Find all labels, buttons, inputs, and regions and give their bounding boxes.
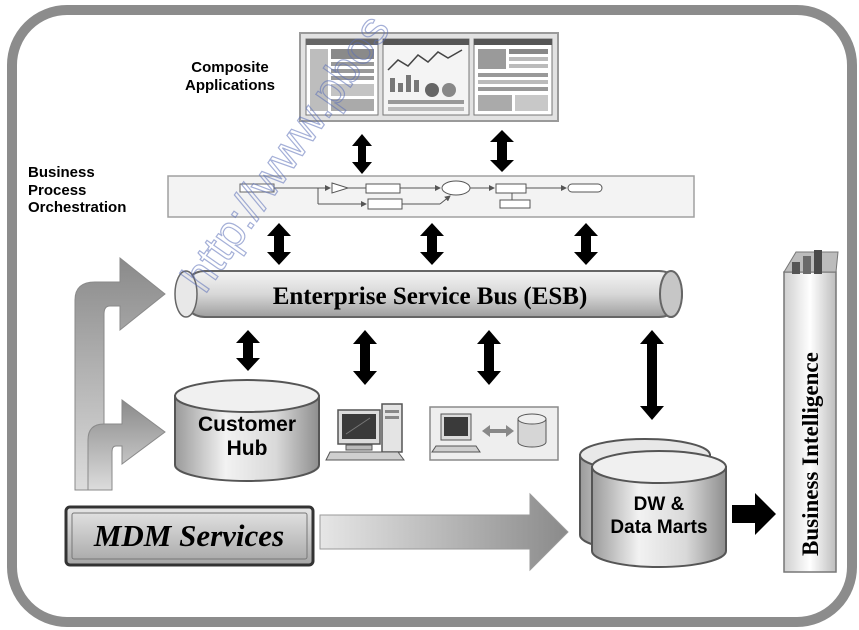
double-arrow-bpo-esb-1 <box>267 223 291 265</box>
bpo-label-line: Business <box>28 164 95 181</box>
customer-hub-label: Customer Hub <box>175 413 319 461</box>
esb-tube <box>174 270 683 318</box>
bpo-label-line: Orchestration <box>28 199 127 217</box>
bpo-label-line: Process <box>28 181 87 199</box>
customer-hub-label-line: Hub <box>226 437 268 461</box>
computer-database-icon <box>429 406 559 461</box>
double-arrow-esb-computer <box>353 330 377 385</box>
business-intelligence-panel <box>783 250 839 573</box>
business-intelligence-label: Business Intelligence <box>798 352 823 556</box>
customer-hub-label-line: Customer <box>197 413 297 436</box>
double-arrow-composite-left <box>352 134 372 174</box>
mdm-services-label: MDM Services <box>93 518 284 553</box>
dw-data-marts-label: DW & Data Marts <box>592 494 726 540</box>
bpo-label: Business Process Orchestration <box>28 164 126 217</box>
double-arrow-esb-server <box>477 330 501 385</box>
double-arrow-composite-right <box>490 130 514 172</box>
arrow-dw-to-bi <box>732 493 776 535</box>
composite-label-line: Composite <box>191 59 269 76</box>
composite-label-line: Applications <box>184 76 275 94</box>
double-arrow-esb-dw <box>640 330 664 420</box>
double-arrow-bpo-esb-2 <box>420 223 444 265</box>
bpo-bar <box>167 175 695 218</box>
dw-label-line: DW & <box>633 494 685 515</box>
double-arrow-esb-customer-hub <box>236 330 260 371</box>
composite-applications-label: Composite Applications <box>168 59 292 94</box>
double-arrow-bpo-esb-3 <box>574 223 598 265</box>
esb-label: Enterprise Service Bus (ESB) <box>273 283 588 310</box>
curved-arrow-to-customer-hub <box>87 399 166 491</box>
mdm-services-box <box>64 505 315 567</box>
composite-applications-panel <box>299 32 559 122</box>
arrow-mdm-to-dw <box>319 492 569 572</box>
computer-icon <box>325 403 405 461</box>
customer-hub-cylinder <box>174 379 320 482</box>
dw-label-line: Data Marts <box>610 516 708 538</box>
dw-data-marts-cylinder <box>579 438 727 568</box>
